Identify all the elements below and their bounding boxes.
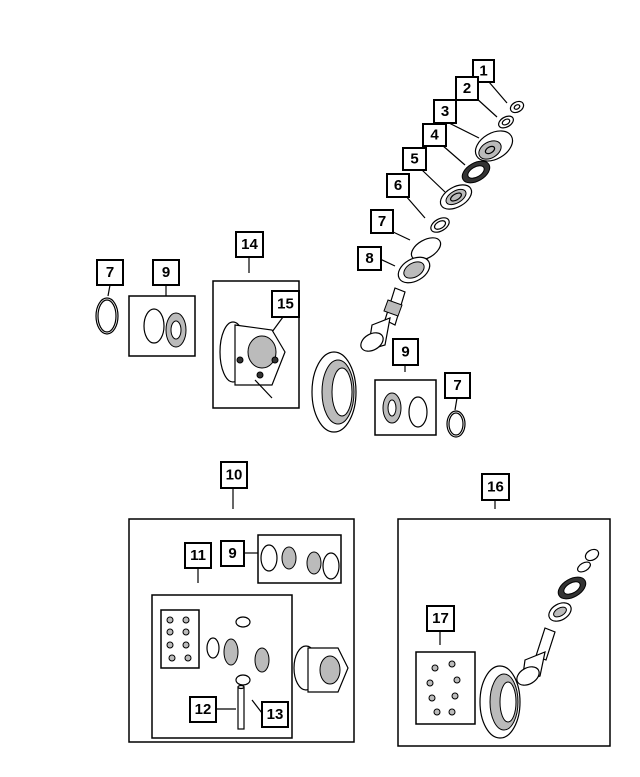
callout-9c-label: 9 <box>228 545 236 562</box>
callout-7c: 7 <box>444 372 471 399</box>
bearing-kit-frame-right <box>374 379 437 436</box>
callout-9a: 9 <box>152 259 180 286</box>
kit-pinion-part <box>516 627 556 686</box>
washer-part <box>498 115 514 129</box>
callout-11-label: 11 <box>190 547 206 564</box>
callout-7c-label: 7 <box>453 377 461 394</box>
callout-3: 3 <box>433 99 457 124</box>
leader-15 <box>271 316 284 333</box>
callout-10: 10 <box>220 461 248 489</box>
callout-9a-label: 9 <box>162 264 170 281</box>
callout-13: 13 <box>261 701 289 728</box>
callout-8-label: 8 <box>365 250 373 267</box>
callout-15: 15 <box>271 290 300 318</box>
callout-1-label: 1 <box>479 63 487 80</box>
carrier-bearing-part-left <box>143 308 187 348</box>
callout-16: 16 <box>481 473 510 501</box>
callout-4-label: 4 <box>430 127 439 144</box>
callout-6: 6 <box>386 173 410 198</box>
callout-2-label: 2 <box>463 80 471 97</box>
callout-6-label: 6 <box>394 177 402 194</box>
callout-13-label: 13 <box>267 706 284 723</box>
leader-6 <box>404 194 426 219</box>
leader-4 <box>441 144 466 166</box>
pinion-seal-part <box>461 160 491 184</box>
bearing-kit-frame-left <box>128 295 196 357</box>
callout-7a-label: 7 <box>378 213 386 230</box>
shim-part-upper <box>410 237 442 261</box>
callout-14-label: 14 <box>241 236 258 253</box>
differential-case-frame <box>128 518 355 743</box>
callout-17: 17 <box>426 605 455 632</box>
pinion-nut-part <box>509 100 525 114</box>
callout-9b-label: 9 <box>401 344 409 361</box>
leader-8 <box>379 258 396 267</box>
bolts-part-left <box>166 616 192 662</box>
callout-3-label: 3 <box>441 103 449 120</box>
callout-5: 5 <box>402 147 427 171</box>
shim-part-left <box>95 297 119 335</box>
carrier-assembly-frame <box>212 280 300 409</box>
callout-15-label: 15 <box>277 296 294 313</box>
leader-1 <box>488 81 508 104</box>
pinion-flange-part <box>474 130 514 162</box>
callout-17-label: 17 <box>432 610 449 627</box>
ring-pinion-set-frame <box>397 518 611 747</box>
bolt-kit-frame-right <box>415 651 476 725</box>
callout-7b-label: 7 <box>106 264 114 281</box>
callout-16-label: 16 <box>487 479 504 496</box>
cross-shaft-part <box>237 684 245 730</box>
callout-7b: 7 <box>96 259 124 286</box>
bolt-kit-frame-left <box>160 609 200 669</box>
pinion-gear-part <box>360 287 406 352</box>
callout-4: 4 <box>422 123 447 147</box>
case-internals-frame <box>151 594 293 739</box>
kit-ring-gear-part <box>479 665 521 739</box>
leader-13 <box>251 699 263 714</box>
side-gears-part <box>206 616 270 686</box>
leader-7a <box>390 230 411 241</box>
callout-5-label: 5 <box>410 151 418 168</box>
kit-nut-part <box>577 548 600 573</box>
shim-part-right <box>446 410 466 438</box>
leader-5 <box>421 169 446 193</box>
ring-gear-part <box>311 351 357 433</box>
differential-carrier-part <box>219 321 286 399</box>
kit-bearing-part <box>548 602 572 622</box>
callout-12-label: 12 <box>195 701 212 718</box>
callout-10-label: 10 <box>226 467 243 484</box>
callout-14: 14 <box>235 231 264 258</box>
carrier-bearing-part-right <box>382 392 428 428</box>
collapsible-spacer-part <box>430 217 450 233</box>
differential-case-part <box>293 645 349 693</box>
bolts-part-right <box>426 660 461 716</box>
callout-12: 12 <box>189 696 217 723</box>
callout-9c: 9 <box>220 540 245 567</box>
callout-11: 11 <box>184 542 212 569</box>
bearing-kit-frame-inner <box>257 534 342 584</box>
callout-2: 2 <box>455 76 479 101</box>
inner-pinion-bearing-part <box>397 256 431 284</box>
callout-9b: 9 <box>392 338 419 366</box>
leader-7c <box>454 397 458 411</box>
callout-8: 8 <box>357 246 382 271</box>
outer-pinion-bearing-part <box>439 184 473 210</box>
bearing-set-part-inner <box>260 544 340 580</box>
kit-seal-part <box>557 576 587 600</box>
leader-3 <box>446 121 480 139</box>
callout-7a: 7 <box>370 209 394 234</box>
leader-7b <box>107 284 111 297</box>
